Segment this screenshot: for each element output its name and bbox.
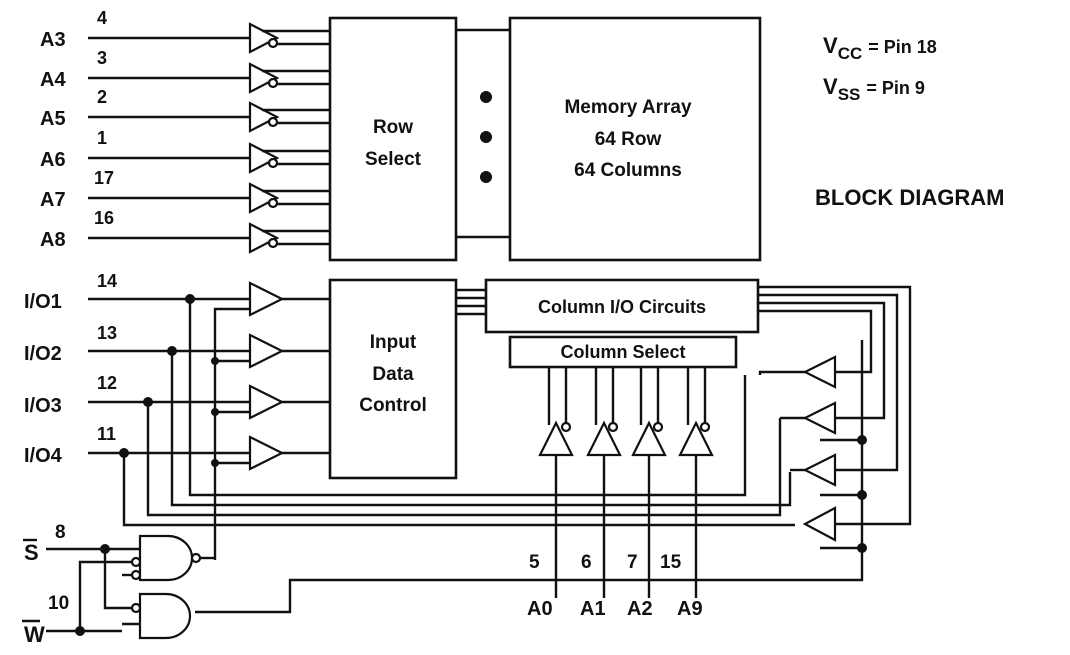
output-buffers bbox=[195, 285, 912, 614]
memory-array-label-3: 64 Columns bbox=[574, 160, 682, 181]
pin-number: 1 bbox=[97, 128, 107, 148]
input-control-label-1: Input bbox=[370, 332, 417, 353]
vss-label: VSS= Pin 9 bbox=[823, 74, 925, 104]
address-buffers: A3 4 A4 3 A5 2 A6 1 A7 17 bbox=[40, 8, 330, 254]
pin-number: 2 bbox=[97, 87, 107, 107]
column-select-block bbox=[508, 335, 738, 369]
vcc-label: VCC= Pin 18 bbox=[823, 33, 937, 63]
pin-number: 5 bbox=[529, 552, 540, 573]
column-select-label: Column Select bbox=[560, 342, 685, 362]
pin-number: 15 bbox=[660, 552, 682, 573]
output-buffer bbox=[802, 506, 837, 542]
io-label: I/O4 bbox=[24, 445, 63, 467]
control-logic: S 8 W 10 bbox=[22, 522, 215, 647]
input-control-label-2: Data bbox=[372, 364, 414, 385]
column-address-label: A0 bbox=[527, 598, 553, 620]
pin-number: 12 bbox=[97, 373, 117, 393]
input-data-control-block bbox=[328, 278, 458, 480]
address-label: A5 bbox=[40, 108, 66, 130]
output-buffer bbox=[802, 453, 837, 487]
output-buffer bbox=[802, 401, 837, 435]
pin-number: 13 bbox=[97, 323, 117, 343]
column-address-label: A9 bbox=[677, 598, 703, 620]
diagram-heading: BLOCK DIAGRAM bbox=[815, 185, 1004, 210]
io-rows: I/O1 14 I/O2 13 I/O3 12 I/O4 11 bbox=[24, 271, 330, 471]
s-label: S bbox=[24, 540, 39, 565]
memory-array-block bbox=[508, 16, 762, 262]
nand-gate bbox=[138, 534, 194, 582]
address-label: A7 bbox=[40, 189, 66, 211]
pin-number: 16 bbox=[94, 208, 114, 228]
pin-number: 11 bbox=[97, 424, 116, 444]
address-label: A4 bbox=[40, 69, 66, 91]
input-buffer bbox=[248, 435, 285, 471]
pin-number: 3 bbox=[97, 48, 107, 68]
row-select-label-1: Row bbox=[373, 117, 413, 138]
pin-number: 8 bbox=[55, 522, 66, 543]
and-gate bbox=[138, 592, 192, 640]
ellipsis-dot bbox=[480, 171, 492, 183]
pin-number: 4 bbox=[97, 8, 107, 28]
output-buffer bbox=[802, 355, 837, 389]
column-address-label: A1 bbox=[580, 598, 606, 620]
ellipsis-dot bbox=[480, 131, 492, 143]
io-label: I/O1 bbox=[24, 291, 62, 313]
column-address-label: A2 bbox=[627, 598, 653, 620]
io-label: I/O3 bbox=[24, 395, 62, 417]
memory-array-label-1: Memory Array bbox=[564, 97, 692, 118]
input-buffer bbox=[248, 281, 285, 317]
w-label: W bbox=[24, 622, 45, 647]
column-io-block bbox=[484, 278, 760, 334]
memory-array-label-2: 64 Row bbox=[595, 129, 662, 150]
column-io-label: Column I/O Circuits bbox=[538, 297, 706, 317]
pin-number: 10 bbox=[48, 593, 69, 614]
io-label: I/O2 bbox=[24, 343, 62, 365]
pin-number: 6 bbox=[581, 552, 592, 573]
column-address-buffers: 5 6 7 15 A0 A1 A2 A9 bbox=[527, 367, 714, 620]
input-buffer bbox=[248, 384, 285, 420]
address-label: A6 bbox=[40, 149, 66, 171]
pin-number: 7 bbox=[627, 552, 638, 573]
row-select-label-2: Select bbox=[365, 149, 422, 170]
input-buffer bbox=[248, 333, 285, 369]
ellipsis-dot bbox=[480, 91, 492, 103]
row-select-block bbox=[328, 16, 458, 262]
input-control-label-3: Control bbox=[359, 395, 427, 416]
address-label: A8 bbox=[40, 229, 66, 251]
pin-number: 17 bbox=[94, 168, 114, 188]
pin-number: 14 bbox=[97, 271, 117, 291]
address-label: A3 bbox=[40, 29, 66, 51]
